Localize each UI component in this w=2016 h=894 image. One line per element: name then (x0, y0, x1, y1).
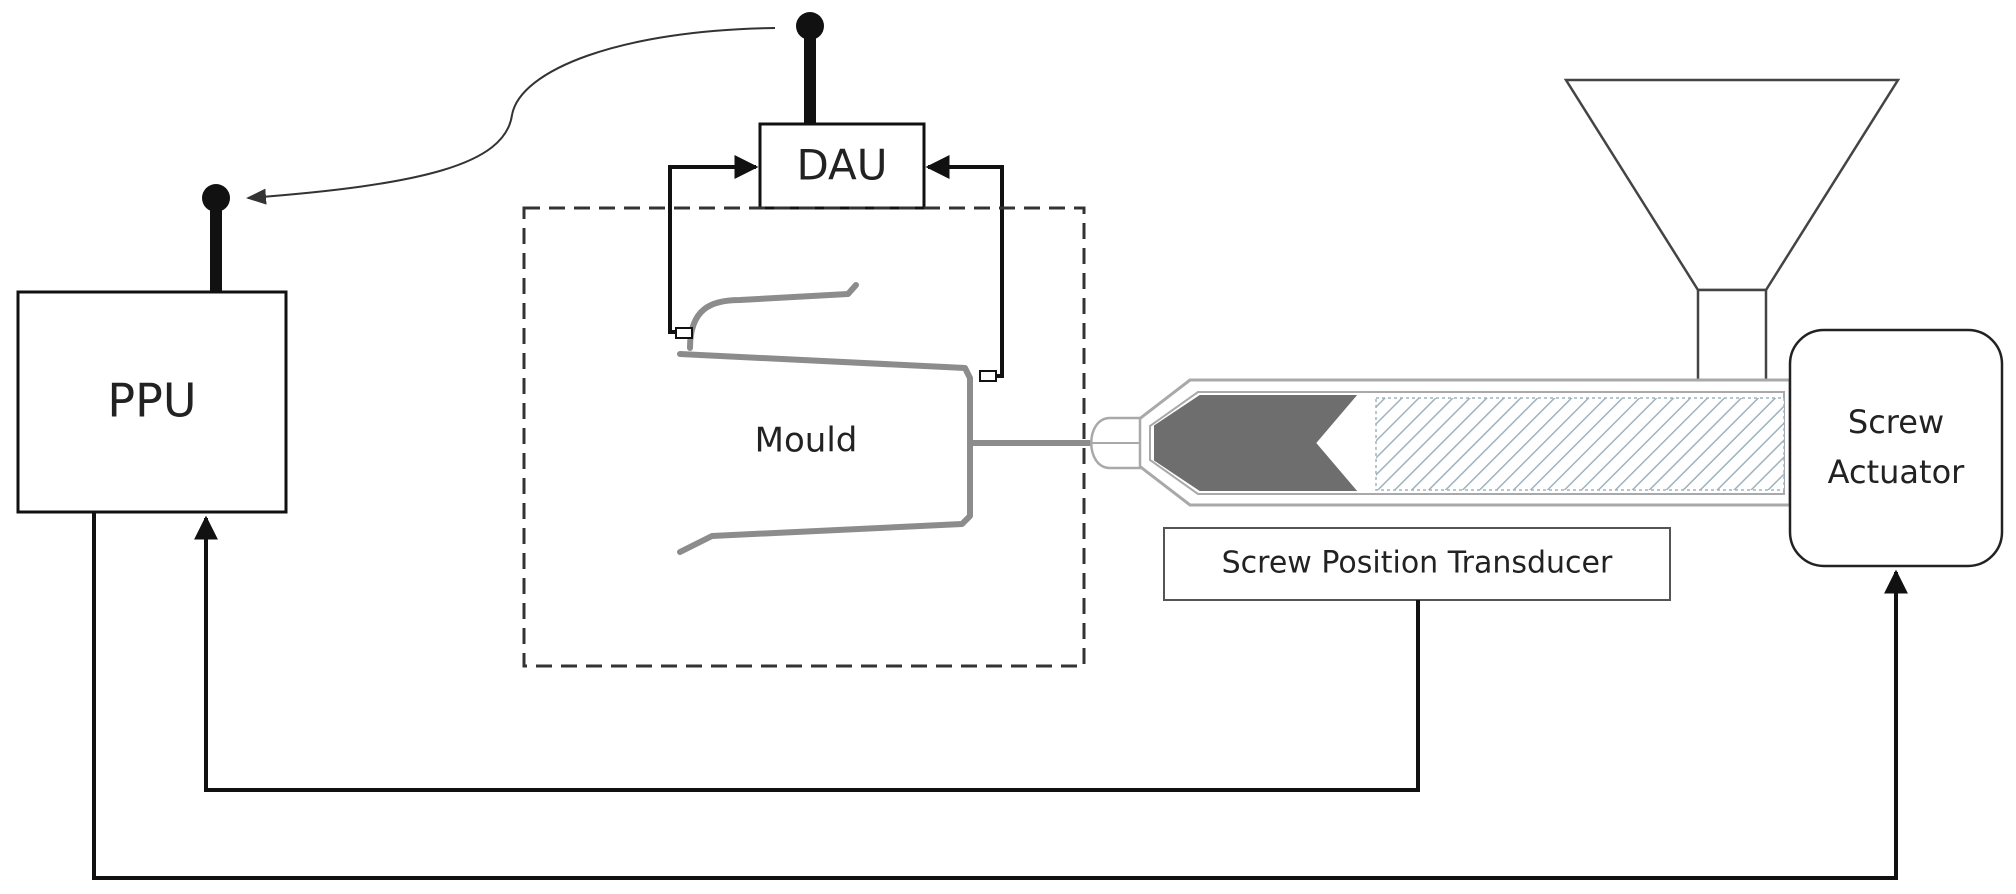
screw-actuator-label-line2: Actuator (1828, 453, 1965, 491)
sensor-wire-right (925, 155, 1004, 378)
ppu-label: PPU (107, 374, 196, 428)
pressure-sensor-right (979, 370, 997, 382)
screw-body (1375, 397, 1785, 491)
antenna-icon (202, 184, 230, 292)
dau-label: DAU (796, 141, 887, 190)
mould-part (677, 282, 1093, 555)
antenna-icon (796, 12, 824, 124)
screw-actuator-box (1788, 328, 2004, 568)
screw-position-transducer-box (1163, 527, 1671, 601)
screw-tip (1154, 395, 1358, 491)
mould-label: Mould (755, 421, 858, 461)
hopper-icon (1563, 78, 1901, 382)
wireless-link-curve (246, 27, 776, 205)
sensor-wire-left (668, 155, 759, 334)
pressure-sensor-left (675, 327, 693, 339)
mould-enclosure (522, 206, 1086, 668)
screw-actuator-label-line1: Screw (1848, 403, 1944, 441)
ppu-box (16, 290, 288, 514)
screw-position-transducer-label: Screw Position Transducer (1222, 546, 1613, 581)
ppu-to-actuator-line (92, 512, 1908, 880)
transducer-to-ppu-line (194, 515, 1420, 792)
dau-box (758, 122, 926, 210)
